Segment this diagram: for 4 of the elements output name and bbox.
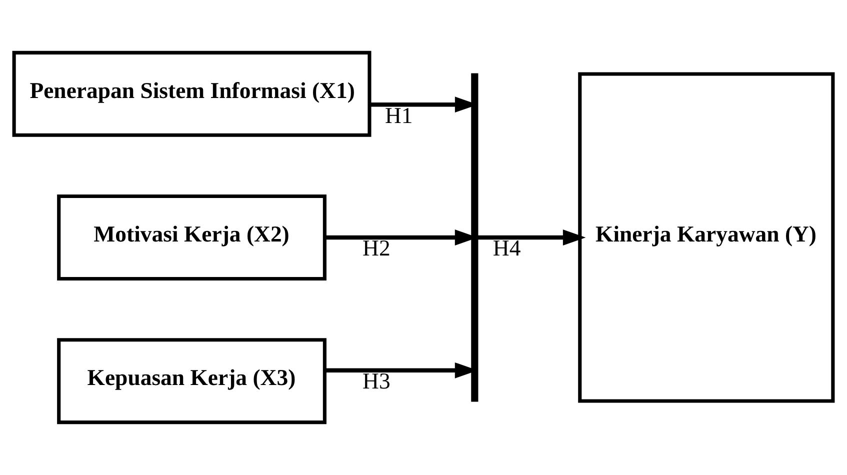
edge-label: H3 [362,368,390,394]
edge-label: H4 [492,236,521,261]
edge-label: H1 [384,102,413,128]
edge-label: H2 [362,236,390,261]
